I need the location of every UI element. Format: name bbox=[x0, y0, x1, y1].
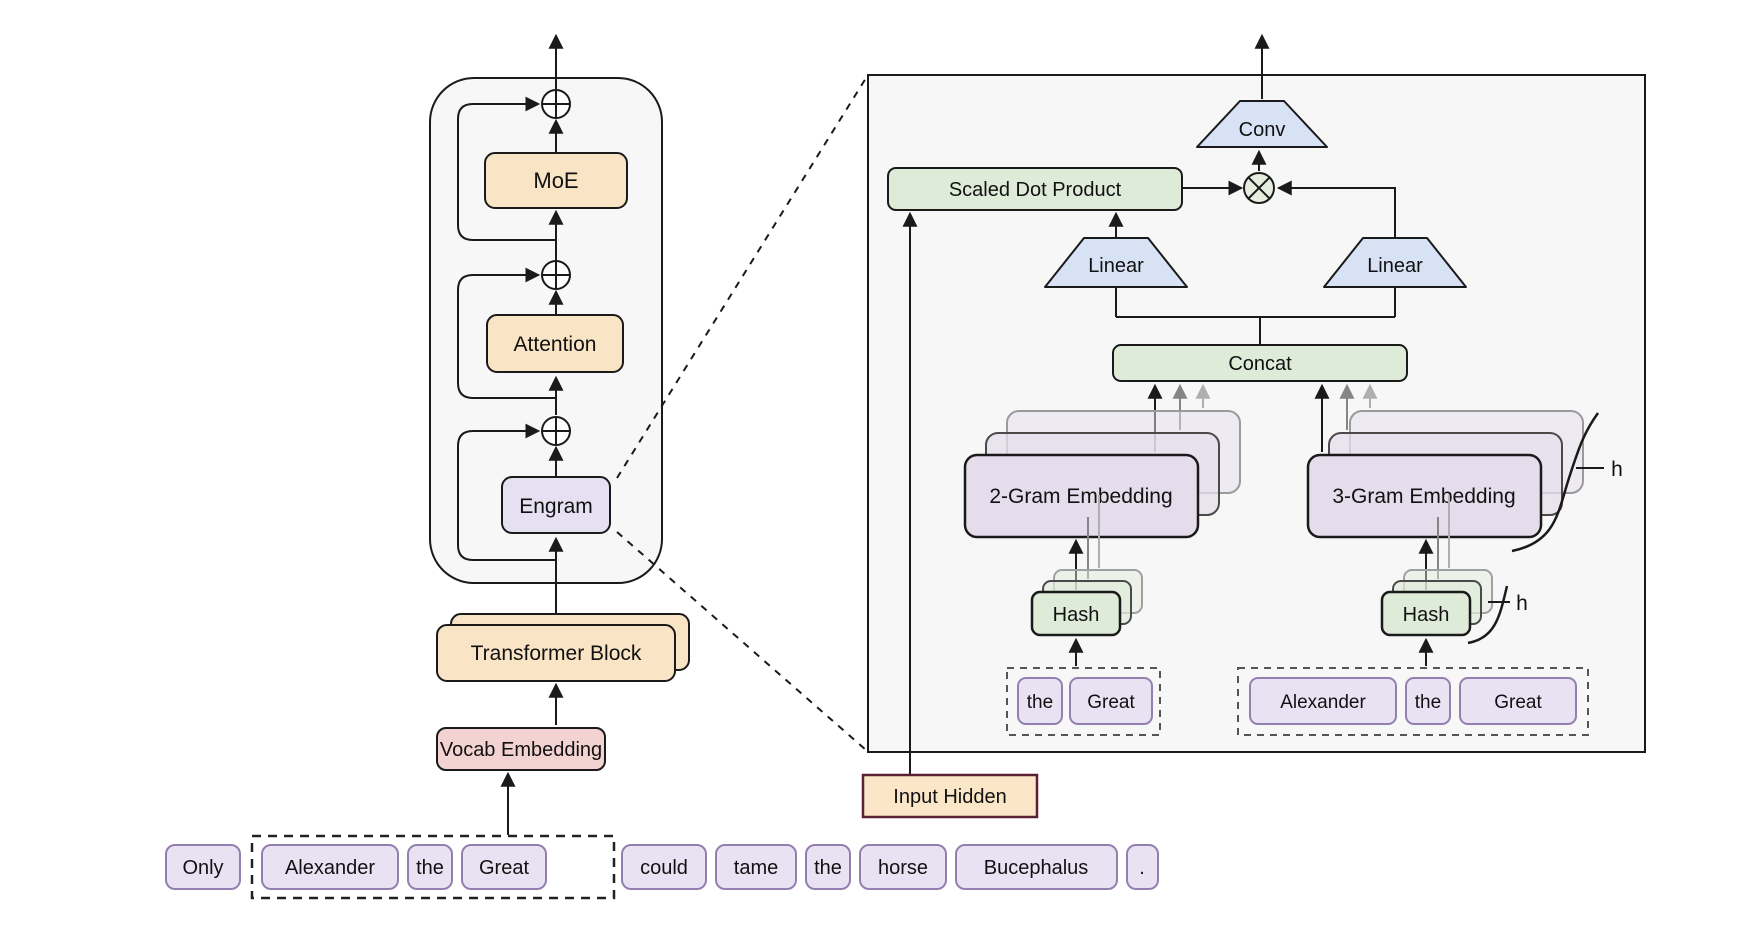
embedding-to-concat-arrows bbox=[1147, 383, 1378, 452]
token-only bbox=[165, 844, 241, 890]
concat-label: Concat bbox=[1228, 353, 1292, 375]
linear-left-trapezoid bbox=[1044, 237, 1188, 288]
token-bucephalus bbox=[955, 844, 1118, 890]
trigram-token-label: Alexander bbox=[1280, 692, 1366, 713]
residual-add-icons bbox=[541, 89, 571, 446]
engram-block bbox=[501, 476, 611, 534]
hash-to-embedding-lines bbox=[1068, 495, 1450, 590]
bigram-token-great bbox=[1069, 677, 1153, 725]
concat-to-linears-connector bbox=[1115, 287, 1396, 345]
token-the-2 bbox=[805, 844, 851, 890]
scaled-dot-product-block bbox=[887, 167, 1183, 211]
token-could bbox=[621, 844, 707, 890]
detail-connectors bbox=[902, 33, 1396, 774]
embedding-heads-annotation bbox=[1511, 412, 1604, 553]
vocab-embedding-label: Vocab Embedding bbox=[440, 739, 602, 761]
token-alexander bbox=[261, 844, 399, 890]
token-label: Bucephalus bbox=[984, 857, 1089, 879]
bigram-token-label: Great bbox=[1087, 692, 1135, 713]
token-label: Alexander bbox=[285, 857, 375, 879]
hash-left-label: Hash bbox=[1053, 604, 1100, 626]
left-connectors bbox=[457, 33, 564, 835]
plus-circle-icon-top bbox=[541, 89, 571, 119]
token-the-1 bbox=[407, 844, 453, 890]
two-gram-embedding-stack: 2-Gram Embedding bbox=[963, 410, 1241, 539]
token-period bbox=[1126, 844, 1159, 890]
token-horse bbox=[859, 844, 947, 890]
hash-left-front bbox=[1030, 590, 1122, 637]
plus-circle-icon-bottom bbox=[541, 416, 571, 446]
multiply-icon bbox=[1243, 172, 1275, 204]
hash-stack-left: Hash bbox=[1030, 569, 1143, 637]
zoom-callout-lines bbox=[616, 77, 867, 751]
moe-residual-skip bbox=[457, 96, 556, 241]
token-label: could bbox=[640, 857, 688, 879]
trigram-dashed-box bbox=[1237, 667, 1589, 736]
token-label: Great bbox=[479, 857, 529, 879]
conv-trapezoid bbox=[1196, 100, 1328, 148]
hash-right-label: Hash bbox=[1403, 604, 1450, 626]
token-label: tame bbox=[734, 857, 778, 879]
three-gram-front bbox=[1306, 453, 1543, 539]
linear-right-label: Linear bbox=[1367, 255, 1423, 277]
transformer-block-label: Transformer Block bbox=[471, 642, 642, 665]
trigram-token-alexander bbox=[1249, 677, 1397, 725]
bigram-dashed-box bbox=[1006, 667, 1161, 736]
ngram-highlight-box bbox=[250, 834, 616, 900]
hash-heads-brace-curve bbox=[1467, 585, 1509, 645]
attention-block bbox=[486, 314, 624, 373]
input-hidden-label: Input Hidden bbox=[893, 786, 1006, 808]
three-gram-embedding-label: 3-Gram Embedding bbox=[1332, 485, 1515, 508]
plus-circle-icon-middle bbox=[541, 260, 571, 290]
bigram-token-the bbox=[1017, 677, 1063, 725]
scaled-dot-product-label: Scaled Dot Product bbox=[949, 179, 1122, 201]
callout-line-top bbox=[616, 77, 867, 479]
trigram-token-great bbox=[1459, 677, 1577, 725]
vocab-embedding-block bbox=[436, 727, 606, 771]
token-label: the bbox=[814, 857, 842, 879]
bigram-token-label: the bbox=[1027, 692, 1053, 713]
moe-label: MoE bbox=[533, 168, 578, 193]
sentence-token-row bbox=[165, 844, 1159, 890]
conv-label: Conv bbox=[1239, 119, 1286, 141]
engram-residual-skip bbox=[457, 423, 556, 561]
hash-stack-right: Hash bbox=[1380, 569, 1493, 637]
hash-right-front bbox=[1380, 590, 1472, 637]
linear-right-to-otimes-arrow bbox=[1276, 180, 1396, 237]
token-label: horse bbox=[878, 857, 928, 879]
attention-label: Attention bbox=[514, 333, 597, 356]
trigram-token-the bbox=[1405, 677, 1451, 725]
sentence-token-labels: Only Alexander the Great could tame the … bbox=[182, 857, 1144, 879]
heads-count-label-embedding: h bbox=[1611, 458, 1623, 481]
token-label: . bbox=[1139, 857, 1145, 879]
two-gram-embedding-label: 2-Gram Embedding bbox=[989, 485, 1172, 508]
linear-left-label: Linear bbox=[1088, 255, 1144, 277]
token-label: the bbox=[416, 857, 444, 879]
bigram-token-group: the Great bbox=[1006, 667, 1161, 736]
hash-heads-annotation bbox=[1467, 585, 1510, 645]
linear-right-trapezoid bbox=[1323, 237, 1467, 288]
two-gram-front bbox=[963, 453, 1200, 539]
trigram-token-label: Great bbox=[1494, 692, 1542, 713]
trigram-token-label: the bbox=[1415, 692, 1441, 713]
token-label: Only bbox=[182, 857, 223, 879]
attention-residual-skip bbox=[457, 267, 556, 399]
token-great bbox=[461, 844, 547, 890]
group-to-hash-arrows bbox=[1068, 637, 1434, 666]
three-gram-embedding-stack: 3-Gram Embedding bbox=[1306, 410, 1584, 539]
moe-block bbox=[484, 152, 628, 209]
token-tame bbox=[715, 844, 797, 890]
trigram-token-group: Alexander the Great bbox=[1237, 667, 1589, 736]
input-hidden-block bbox=[861, 773, 1039, 819]
concat-block bbox=[1112, 344, 1408, 382]
engram-label: Engram bbox=[519, 495, 593, 518]
transformer-block-stack: Transformer Block bbox=[436, 613, 690, 682]
heads-count-label-hash: h bbox=[1516, 592, 1528, 615]
heads-brace-curve bbox=[1511, 412, 1600, 553]
transformer-block-front bbox=[436, 624, 676, 682]
